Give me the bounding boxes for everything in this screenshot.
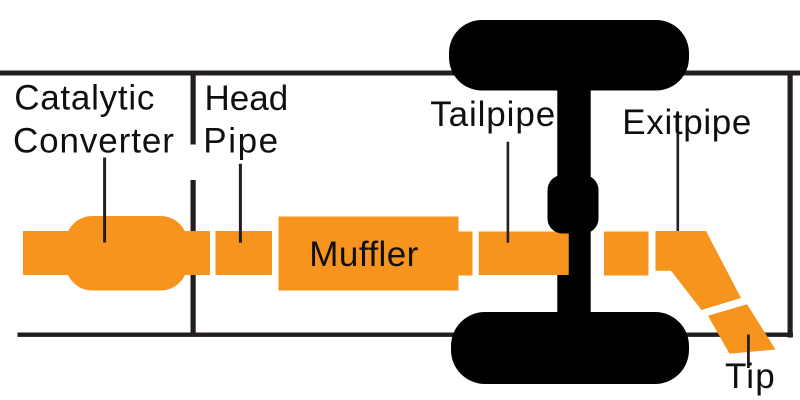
svg-text:Exitpipe: Exitpipe — [622, 103, 752, 142]
svg-text:Pipe: Pipe — [203, 122, 279, 161]
svg-text:Head: Head — [205, 79, 289, 118]
svg-text:Tip: Tip — [725, 357, 776, 396]
svg-text:Muffler: Muffler — [309, 235, 418, 274]
svg-text:Tailpipe: Tailpipe — [430, 95, 556, 134]
svg-text:Catalytic: Catalytic — [14, 79, 155, 118]
svg-text:Converter: Converter — [13, 122, 175, 161]
